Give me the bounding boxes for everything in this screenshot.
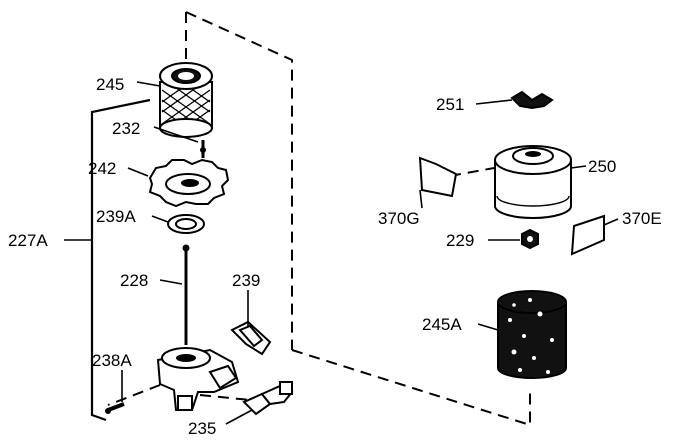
label-245: 245 [96, 75, 124, 94]
plate-242 [148, 158, 230, 208]
fitting-235 [242, 381, 294, 416]
rod-228 [182, 244, 190, 345]
label-370G: 370G [378, 209, 420, 228]
assembly-dashed-outline [107, 11, 531, 427]
gasket-239 [230, 320, 272, 356]
base-housing [156, 347, 240, 411]
assembly-bracket-227A [90, 98, 151, 422]
label-239A: 239A [96, 207, 136, 226]
label-sheet-370G [418, 156, 458, 198]
label-228: 228 [120, 271, 148, 290]
label-251: 251 [436, 95, 464, 114]
nut-229 [521, 228, 539, 250]
screw-238A [105, 402, 125, 414]
oring-239A [167, 214, 205, 234]
canister-250 [494, 145, 572, 219]
wing-nut-251 [510, 90, 554, 110]
label-239: 239 [232, 271, 260, 290]
foam-filter-245A [497, 290, 567, 379]
pin-232 [200, 140, 206, 158]
filter-element-245 [159, 62, 213, 138]
leader-lines [64, 81, 619, 425]
label-235: 235 [188, 419, 216, 438]
label-sheet-370E [570, 214, 605, 256]
label-232: 232 [112, 119, 140, 138]
label-250: 250 [588, 157, 616, 176]
label-229: 229 [446, 231, 474, 250]
label-242: 242 [88, 159, 116, 178]
label-370E: 370E [622, 209, 662, 228]
label-245A: 245A [422, 315, 462, 334]
label-238A: 238A [92, 351, 132, 370]
label-227A: 227A [8, 231, 48, 250]
